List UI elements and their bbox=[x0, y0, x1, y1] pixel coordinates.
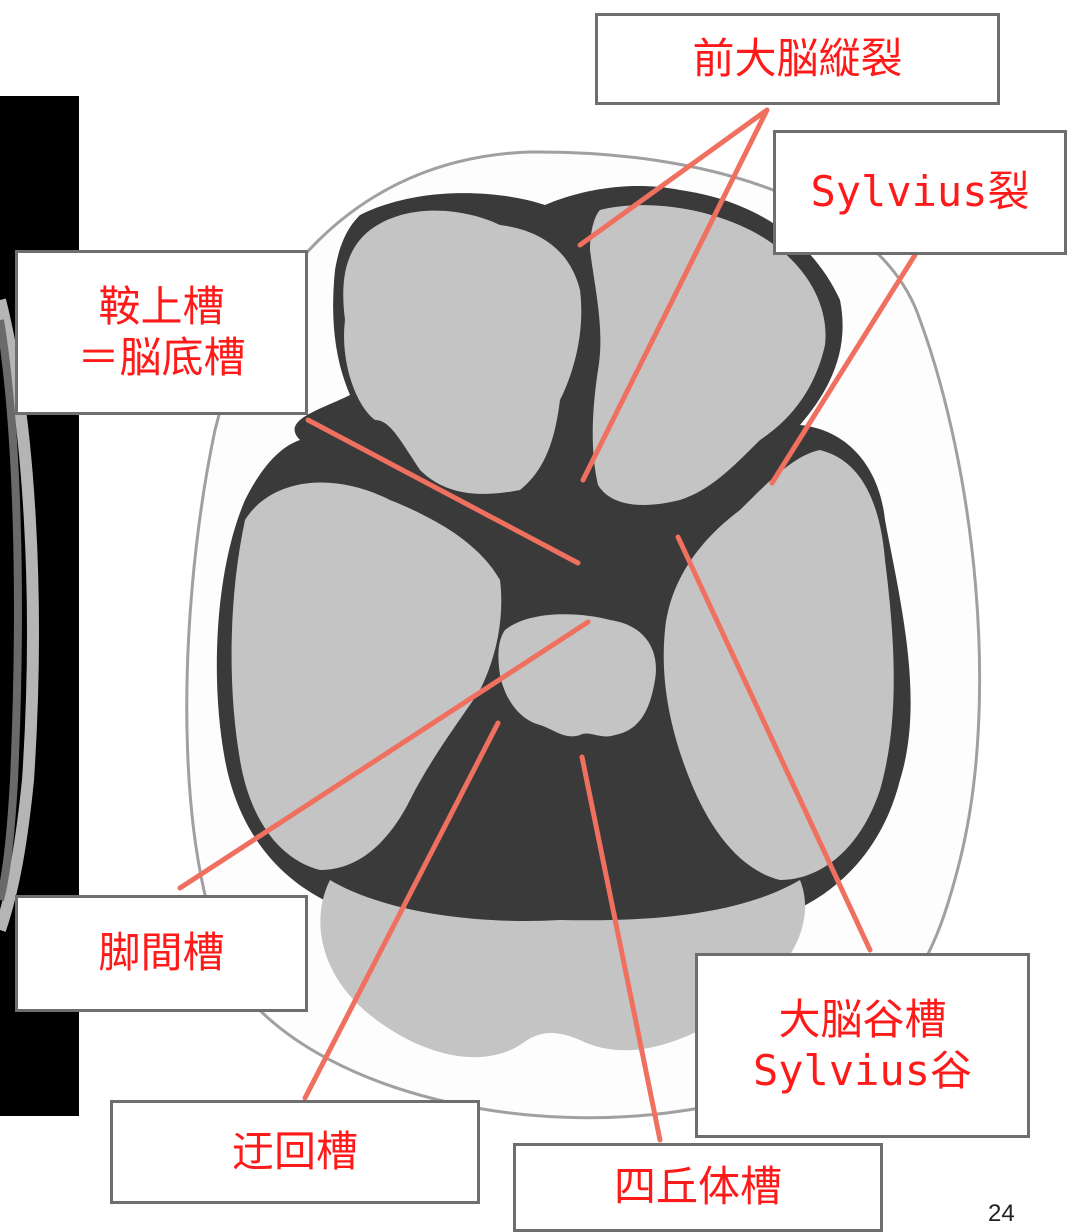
label-text-line1: 鞍上槽 bbox=[98, 282, 224, 332]
label-interpeduncular-cistern: 脚間槽 bbox=[15, 895, 308, 1012]
label-text-line2: ＝脳底槽 bbox=[77, 333, 245, 383]
page-number: 24 bbox=[988, 1200, 1015, 1228]
label-sylvian-cistern: 大脳谷槽 Sylvius谷 bbox=[695, 953, 1030, 1138]
label-text-line2: Sylvius谷 bbox=[753, 1046, 972, 1096]
label-text: Sylvius裂 bbox=[810, 167, 1029, 217]
label-text: 四丘体槽 bbox=[614, 1162, 782, 1212]
label-quadrigeminal-cistern: 四丘体槽 bbox=[513, 1143, 883, 1232]
label-text: 脚間槽 bbox=[98, 928, 224, 978]
label-sylvian-fissure: Sylvius裂 bbox=[773, 130, 1067, 255]
label-suprasellar-cistern: 鞍上槽 ＝脳底槽 bbox=[15, 250, 308, 415]
label-text: 迂回槽 bbox=[232, 1127, 358, 1177]
label-text-line1: 大脳谷槽 bbox=[778, 995, 946, 1045]
label-text: 前大脳縦裂 bbox=[692, 34, 902, 84]
label-ambient-cistern: 迂回槽 bbox=[110, 1100, 480, 1204]
label-anterior-interhemispheric-fissure: 前大脳縦裂 bbox=[595, 13, 1000, 105]
